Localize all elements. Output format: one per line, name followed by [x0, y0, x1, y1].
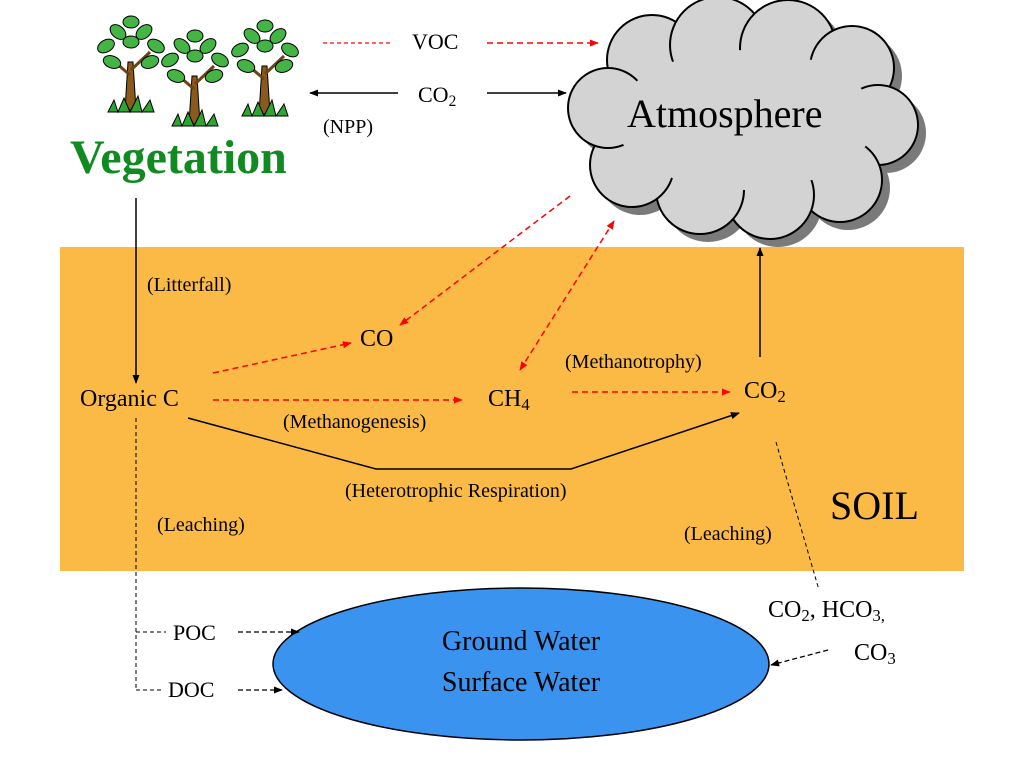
atm-to-co-arrow	[399, 195, 571, 326]
leaching-right-line	[775, 441, 820, 591]
soil-co2-label: CO2	[744, 378, 786, 407]
vegetation-label: Vegetation	[70, 131, 287, 184]
co2-flux-label: CO2	[418, 82, 457, 110]
leaching-left-label: (Leaching)	[157, 514, 245, 536]
doc-label: DOC	[168, 677, 215, 702]
methanotrophy-label: (Methanotrophy)	[565, 351, 702, 373]
organic-to-co-arrow	[212, 341, 352, 374]
dissolved-carbon-line2: CO3	[854, 640, 896, 669]
poc-label: POC	[173, 620, 216, 645]
dissolved-to-water-arrow	[770, 649, 829, 667]
surface-water-label: Surface Water	[441, 666, 601, 698]
soil-label: SOIL	[830, 483, 919, 528]
organic-c-label: Organic C	[80, 386, 179, 412]
ch4-atm-exchange-arrow	[519, 220, 615, 371]
atmosphere-label: Atmosphere	[627, 91, 823, 136]
water-label: Ground Water Surface Water	[401, 622, 641, 703]
litterfall-label: (Litterfall)	[147, 274, 232, 296]
voc-label: VOC	[412, 29, 459, 54]
heterotrophic-respiration-label: (Heterotrophic Respiration)	[345, 480, 567, 502]
cloud-icon	[567, 0, 926, 247]
dissolved-carbon-line1: CO2, HCO3,	[768, 597, 885, 626]
soil-layer	[60, 247, 964, 571]
co-label: CO	[360, 326, 394, 352]
groundwater-label: Ground Water	[441, 626, 601, 657]
methanogenesis-label: (Methanogenesis)	[283, 411, 427, 433]
leaching-right-label: (Leaching)	[684, 523, 772, 545]
npp-label: (NPP)	[323, 116, 374, 138]
heterotrophic-respiration-arrow	[187, 412, 740, 470]
water-body	[272, 587, 770, 741]
ch4-label: CH4	[488, 386, 530, 415]
tree-icon	[97, 15, 299, 128]
